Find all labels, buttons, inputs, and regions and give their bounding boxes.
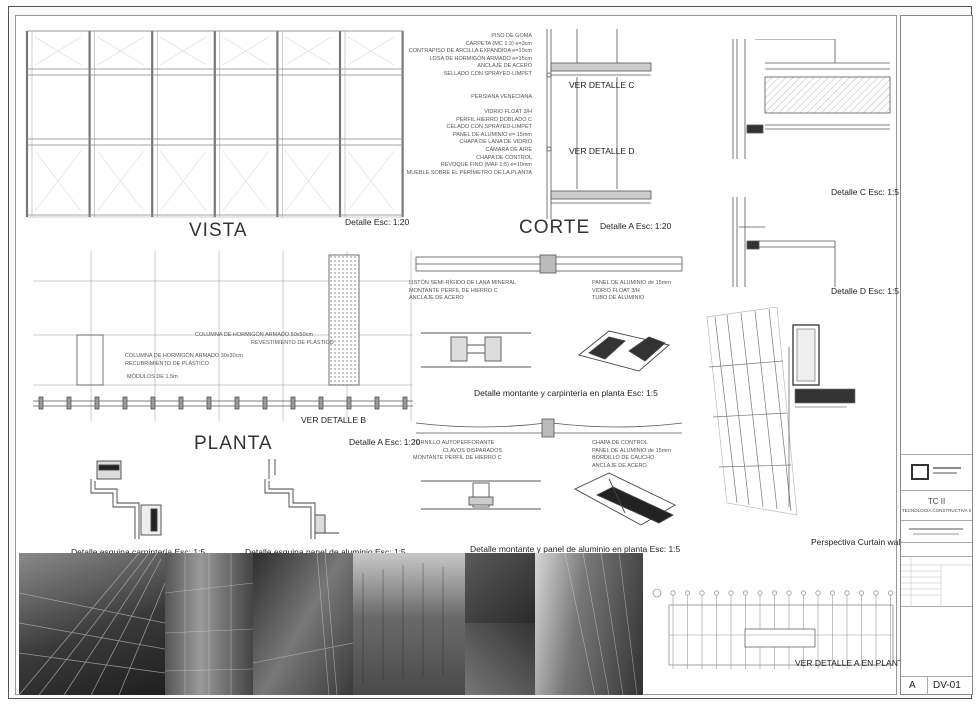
title-block: TC II TECNOLOGÍA CONSTRUCTIVA II A DV-01: [900, 15, 973, 695]
esquina-carpinteria-caption: Detalle esquina carpintería Esc: 1:5: [71, 547, 206, 557]
vista-scale-caption: Detalle Esc: 1:20: [345, 217, 410, 227]
vista-title: VISTA: [189, 220, 248, 241]
photo-2-facade: [165, 553, 253, 695]
detail-c-caption: Detalle C Esc: 1:5: [831, 187, 900, 197]
planta-scale-caption: Detalle A Esc: 1:20: [349, 437, 421, 447]
montante-1-caption: Detalle montante y carpintería en planta…: [474, 388, 658, 398]
callout-detalle-c: VER DETALLE C: [569, 80, 635, 90]
montante-detail-1-plan: [421, 332, 531, 368]
revisions-table: [901, 556, 972, 607]
photo-4-exterior: [353, 553, 465, 695]
photo-7-tower: [535, 553, 643, 695]
photo-5-top: [465, 553, 535, 623]
vista-elevation: [25, 30, 404, 218]
perspectiva-caption: Perspectiva Curtain wall: [811, 537, 903, 547]
montante-detail-1-iso: [578, 330, 670, 372]
esquina-panel-caption: Detalle esquina panel de aluminio Esc: 1…: [245, 547, 406, 557]
callout-detalle-a-planta: VER DETALLE A EN PLANTA: [795, 658, 909, 668]
planta-title: PLANTA: [194, 433, 273, 454]
corte-title: CORTE: [519, 217, 591, 238]
sheet-code: DV-01: [933, 680, 961, 691]
planta-plan: [33, 251, 413, 421]
sheet-letter: A: [909, 680, 916, 691]
montante-detail-1-top: [415, 254, 683, 274]
detail-c-drawing: [732, 39, 891, 159]
montante-detail-2-plan: [421, 480, 541, 510]
logo-cell: [901, 454, 972, 490]
photo-3-detail: [253, 553, 353, 695]
sheet-id-cell: A DV-01: [901, 676, 972, 695]
callout-detalle-d: VER DETALLE D: [569, 146, 635, 156]
project-cell: [901, 520, 972, 542]
detail-d-caption: Detalle D Esc: 1:5: [831, 286, 900, 296]
callout-detalle-b: VER DETALLE B: [301, 415, 367, 425]
photo-1-facade-up: [19, 553, 165, 695]
corte-section: [546, 29, 652, 219]
corte-scale-caption: Detalle A Esc: 1:20: [600, 221, 672, 231]
montante-detail-2-iso: [574, 472, 676, 526]
esquina-panel-drawing: [264, 459, 339, 539]
university-logo-icon: [911, 464, 929, 480]
drawing-sheet: VISTA Detalle Esc: 1:20 VER DETALLE C VE…: [8, 6, 973, 699]
key-plan: [652, 588, 894, 669]
course-cell: TC II TECNOLOGÍA CONSTRUCTIVA II: [901, 490, 972, 520]
perspectiva-curtain-wall: [706, 307, 856, 516]
esquina-carpinteria-drawing: [90, 460, 162, 539]
course-code: TC II: [927, 497, 946, 506]
course-name: TECNOLOGÍA CONSTRUCTIVA II: [901, 508, 972, 513]
montante-2-caption: Detalle montante y panel de aluminio en …: [470, 544, 681, 554]
montante-detail-2-top: [415, 418, 683, 438]
planta-notes: COLUMNA DE HORMIGÓN ARMADO 50x50cm REVES…: [125, 332, 334, 381]
photo-6-bottom: [465, 623, 535, 695]
detail-d-drawing: [732, 197, 836, 287]
